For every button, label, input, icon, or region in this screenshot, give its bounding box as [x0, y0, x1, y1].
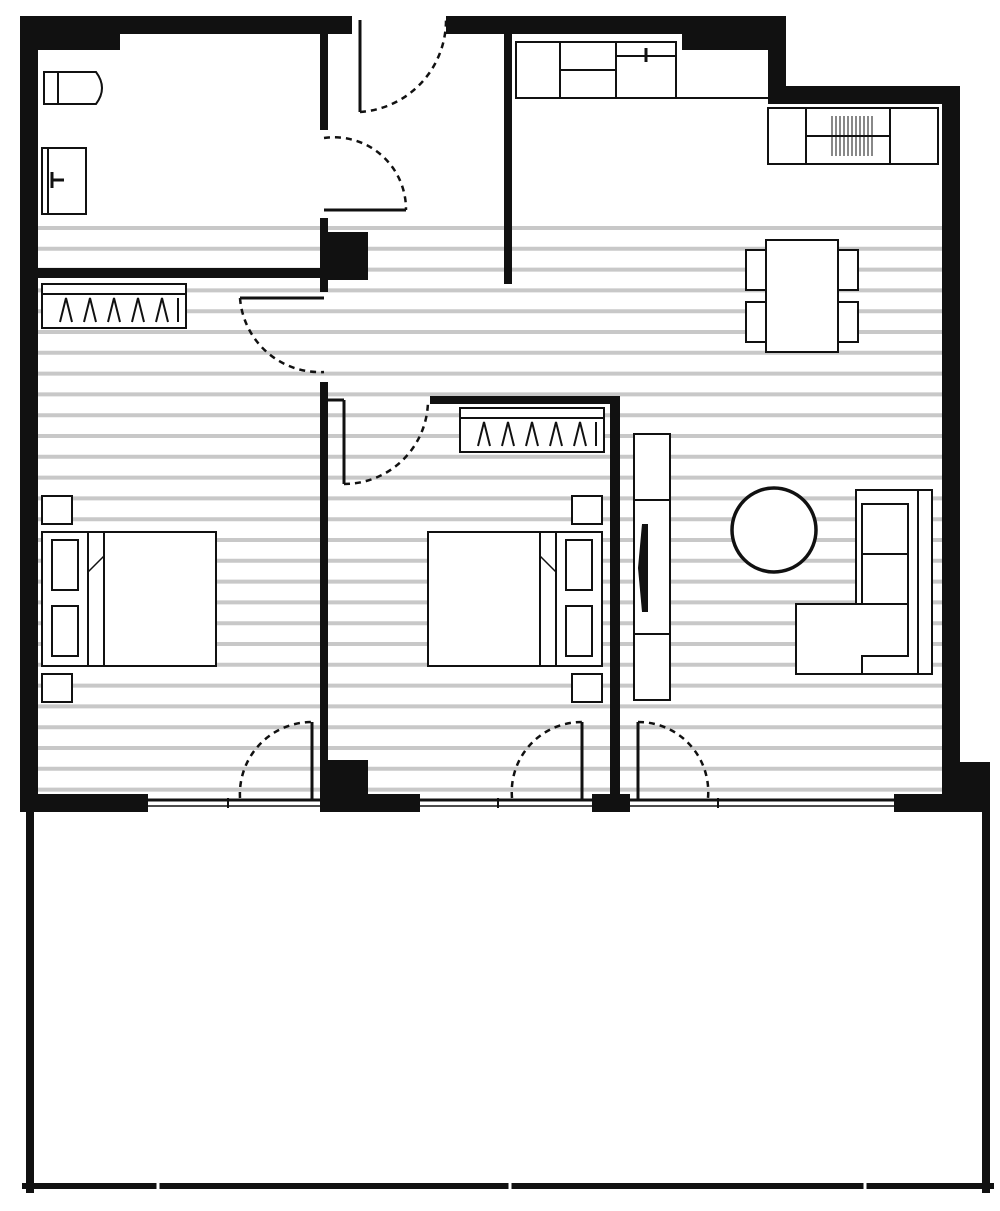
kitchen-counter-icon — [515, 41, 768, 99]
chair-icon — [745, 249, 859, 343]
tv-unit-icon — [633, 433, 671, 701]
wardrobe-icon — [41, 283, 187, 329]
door-swing-icon — [238, 19, 710, 800]
stove-grill — [831, 116, 873, 156]
round-table-icon — [730, 486, 818, 574]
corner-sofa-icon — [795, 489, 933, 675]
nightstand-icon — [571, 495, 603, 703]
nightstand-icon — [41, 495, 73, 703]
dining-table-icon — [765, 239, 839, 353]
toilet-icon — [43, 71, 103, 105]
exterior-walls — [20, 16, 990, 812]
window-icon — [148, 798, 894, 808]
balcony — [22, 808, 994, 1193]
bed-icon — [427, 531, 603, 667]
interior-walls — [38, 34, 620, 802]
sink-icon — [41, 147, 87, 215]
wardrobe-icon — [459, 407, 605, 453]
bed-icon — [41, 531, 217, 667]
stove-icon — [767, 107, 939, 165]
